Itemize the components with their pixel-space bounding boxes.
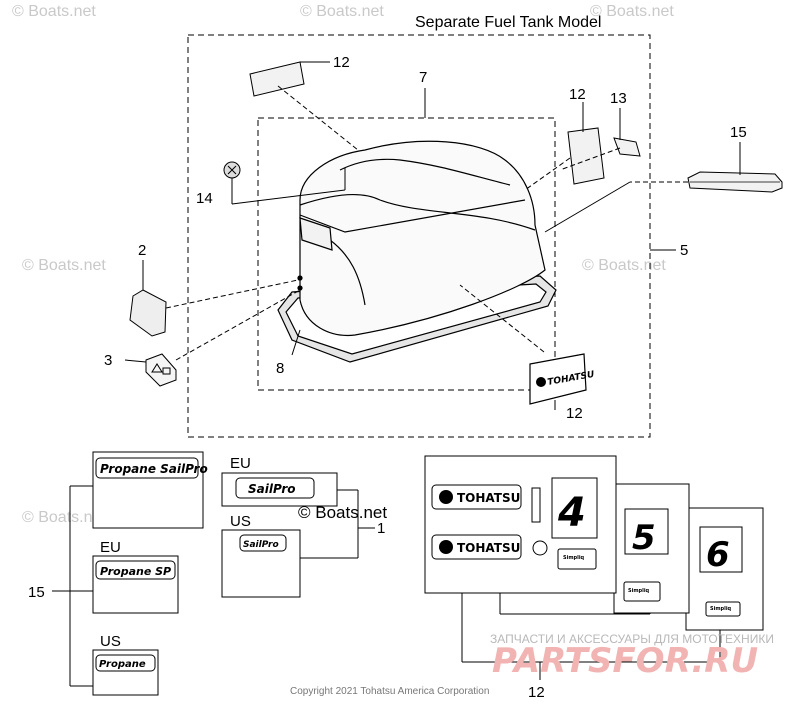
part-12-top-label-plate xyxy=(249,61,305,97)
shop-logo-text: PARTSFOR.RU xyxy=(492,641,758,681)
leader-12-bracket xyxy=(461,593,721,680)
part-15-grip-handle xyxy=(687,171,783,193)
decal-number-4: 4 xyxy=(557,490,586,536)
assembly-frame xyxy=(187,34,651,438)
decal-propane-sp-text: Propane SP xyxy=(100,565,171,578)
watermark: © Boats.net xyxy=(12,3,96,20)
decal-sailpro-text: SailPro xyxy=(243,540,279,550)
center-copyright-mark: © Boats.net xyxy=(298,503,387,522)
region-label-us: US xyxy=(100,633,121,650)
callout-12: 12 xyxy=(528,684,545,701)
decal-number-6: 6 xyxy=(706,535,730,575)
decal-sheet-4: TOHATSU TOHATSU 4 Simpliq xyxy=(424,455,617,594)
decal-propane-sailpro-text: Propane SailPro xyxy=(100,462,208,476)
leader-lines-upper xyxy=(124,61,741,410)
decal-propane-sailpro-panel: Propane SailPro xyxy=(92,451,208,529)
callout-3: 3 xyxy=(104,352,112,369)
leader-15-bracket xyxy=(52,485,93,687)
watermark: © Boats.net xyxy=(22,509,106,526)
leader-1-bracket xyxy=(300,489,375,559)
decal-sailpro-eu-panel: SailPro xyxy=(221,472,338,507)
decal-tohatsu-text: TOHATSU xyxy=(457,491,520,505)
watermark: © Boats.net xyxy=(22,257,106,274)
region-label-eu: EU xyxy=(230,455,251,472)
part-2-side-plate xyxy=(129,289,167,337)
callout-15: 15 xyxy=(28,584,45,601)
decal-sheet-5: 5 Simpliq xyxy=(613,483,690,614)
watermark: © Boats.net xyxy=(590,3,674,20)
decal-propane-panel: Propane xyxy=(92,649,159,696)
part-14-small-emblem xyxy=(223,161,241,179)
watermark: © Boats.net xyxy=(300,3,384,20)
region-label-us: US xyxy=(230,513,251,530)
decal-sailpro-us-panel: SailPro xyxy=(221,529,301,598)
engine-cover xyxy=(277,140,557,363)
decal-simpliq-text: Simpliq xyxy=(563,555,585,561)
region-label-eu: EU xyxy=(100,539,121,556)
callout-8: 8 xyxy=(276,360,284,377)
copyright-text: Copyright 2021 Tohatsu America Corporati… xyxy=(290,686,489,697)
callout-12: 12 xyxy=(569,86,586,103)
decal-tohatsu-text: TOHATSU xyxy=(457,541,520,555)
callout-1: 1 xyxy=(377,520,385,537)
decal-simpliq-text: Simpliq xyxy=(710,606,732,612)
callout-12: 12 xyxy=(566,405,583,422)
decal-simpliq-text: Simpliq xyxy=(628,588,650,594)
part-12-tohatsu-decal: TOHATSU xyxy=(529,353,596,405)
part-3-warning-label xyxy=(145,353,177,387)
decal-number-5: 5 xyxy=(632,518,656,558)
callout-13: 13 xyxy=(610,90,627,107)
callout-12: 12 xyxy=(333,54,350,71)
part-13-small-plate xyxy=(613,137,641,157)
part-12-right-label-plate xyxy=(567,127,605,185)
decal-propane-text: Propane xyxy=(99,659,146,670)
decal-propane-sp-panel: Propane SP xyxy=(92,555,179,614)
callout-14: 14 xyxy=(196,190,213,207)
decal-sheet-6: 6 Simpliq xyxy=(685,507,764,631)
callout-2: 2 xyxy=(138,242,146,259)
shop-banner-text: ЗАПЧАСТИ И АКСЕССУАРЫ ДЛЯ МОТОТЕХНИКИ xyxy=(490,632,774,646)
callout-7: 7 xyxy=(419,69,427,86)
decal-sailpro-text: SailPro xyxy=(248,482,296,496)
watermark: © Boats.net xyxy=(582,257,666,274)
callout-5: 5 xyxy=(680,242,688,259)
diagram-title: Separate Fuel Tank Model xyxy=(415,14,601,31)
callout-15: 15 xyxy=(730,124,747,141)
